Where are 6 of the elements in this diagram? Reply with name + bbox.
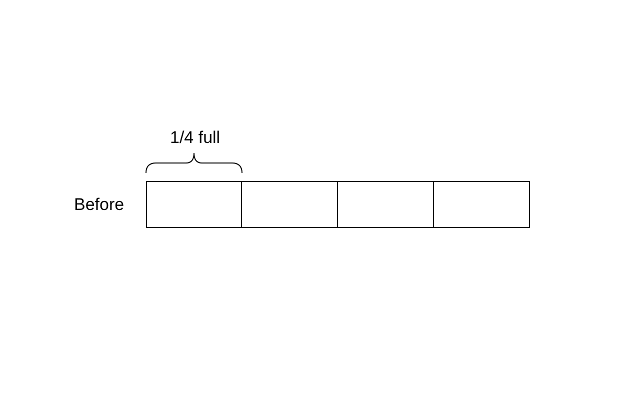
bar-segment bbox=[241, 181, 338, 228]
bar-segment bbox=[337, 181, 434, 228]
bar-segment bbox=[433, 181, 530, 228]
bar-segment bbox=[146, 181, 242, 228]
fraction-label: 1/4 full bbox=[170, 128, 220, 148]
row-label: Before bbox=[74, 195, 124, 215]
